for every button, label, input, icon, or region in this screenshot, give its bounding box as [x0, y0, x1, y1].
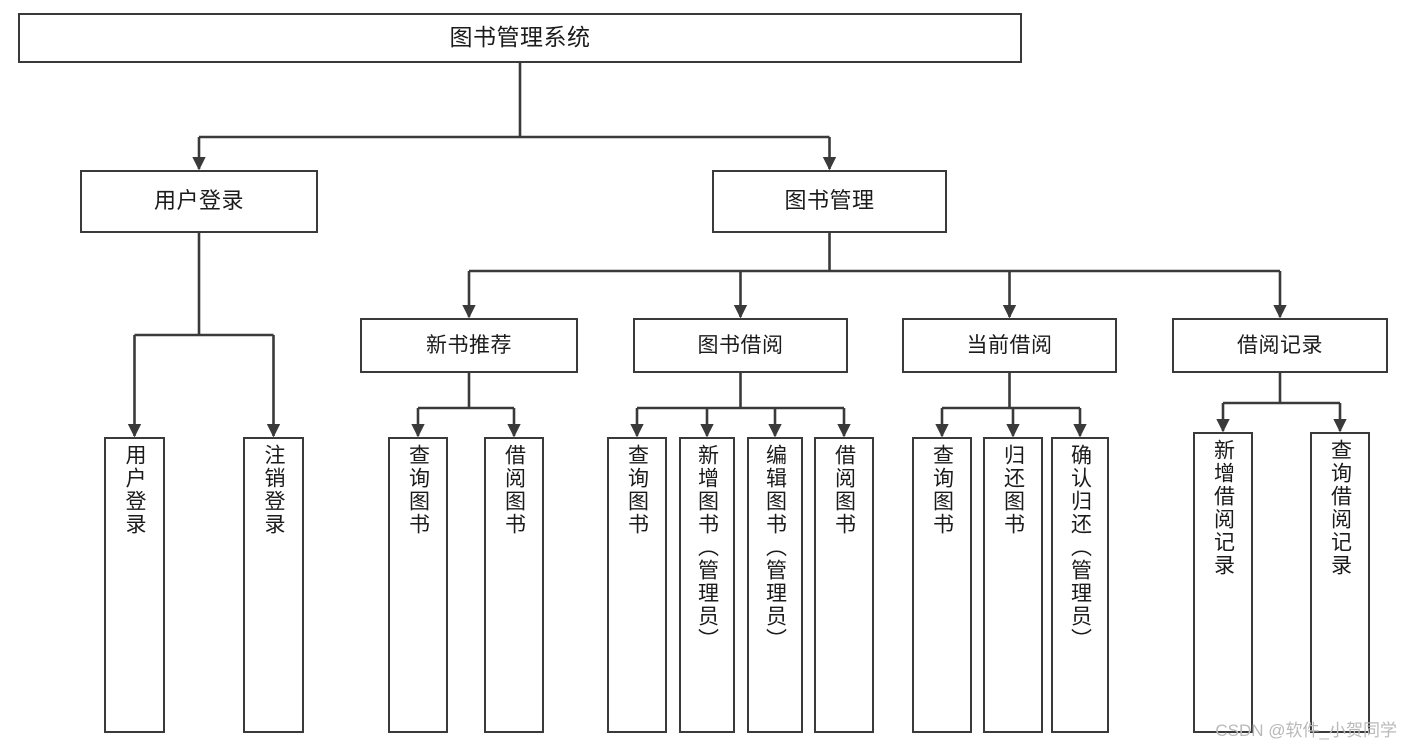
node-label: 新书推荐 — [426, 333, 512, 357]
node-leaf_5[interactable]: 新增图书（管理员） — [679, 437, 735, 733]
node-label: 当前借阅 — [966, 333, 1053, 357]
node-label: 查询图书 — [406, 444, 430, 536]
node-label: 借阅记录 — [1237, 333, 1323, 357]
node-leaf_9[interactable]: 归还图书 — [983, 437, 1043, 733]
node-leaf_8[interactable]: 查询图书 — [912, 437, 972, 733]
node-label: 借阅图书 — [832, 444, 856, 536]
node-label: 查询图书 — [625, 444, 649, 536]
node-leaf_11[interactable]: 新增借阅记录 — [1193, 432, 1253, 733]
node-label: 图书借阅 — [697, 333, 784, 357]
node-l3_3[interactable]: 借阅记录 — [1172, 318, 1388, 373]
node-l3_0[interactable]: 新书推荐 — [360, 318, 578, 373]
node-leaf_3[interactable]: 借阅图书 — [484, 437, 544, 733]
node-l2_0[interactable]: 用户登录 — [80, 170, 318, 233]
node-l3_1[interactable]: 图书借阅 — [633, 318, 848, 373]
node-label: 查询借阅记录 — [1328, 439, 1352, 577]
node-leaf_6[interactable]: 编辑图书（管理员） — [747, 437, 803, 733]
node-label: 确认归还（管理员） — [1068, 444, 1092, 651]
node-label: 查询图书 — [930, 444, 954, 536]
node-root[interactable]: 图书管理系统 — [18, 13, 1022, 63]
node-leaf_4[interactable]: 查询图书 — [607, 437, 667, 733]
node-label: 新增图书（管理员） — [695, 444, 719, 651]
node-label: 用户登录 — [123, 444, 146, 536]
node-leaf_2[interactable]: 查询图书 — [388, 437, 448, 733]
node-label: 用户登录 — [153, 188, 244, 214]
node-leaf_7[interactable]: 借阅图书 — [814, 437, 874, 733]
node-label: 图书管理系统 — [449, 24, 591, 51]
node-leaf_10[interactable]: 确认归还（管理员） — [1051, 437, 1109, 733]
node-label: 归还图书 — [1001, 444, 1025, 536]
node-leaf_12[interactable]: 查询借阅记录 — [1310, 432, 1370, 733]
node-label: 注销登录 — [262, 444, 285, 536]
node-l3_2[interactable]: 当前借阅 — [902, 318, 1117, 373]
node-label: 编辑图书（管理员） — [763, 444, 787, 651]
node-label: 图书管理 — [784, 188, 875, 214]
csdn-watermark: CSDN @软件_小贺同学 — [1215, 721, 1397, 740]
node-l2_1[interactable]: 图书管理 — [712, 170, 947, 233]
node-leaf_0[interactable]: 用户登录 — [104, 437, 165, 733]
node-label: 新增借阅记录 — [1211, 439, 1235, 577]
node-label: 借阅图书 — [502, 444, 526, 536]
node-leaf_1[interactable]: 注销登录 — [243, 437, 304, 733]
